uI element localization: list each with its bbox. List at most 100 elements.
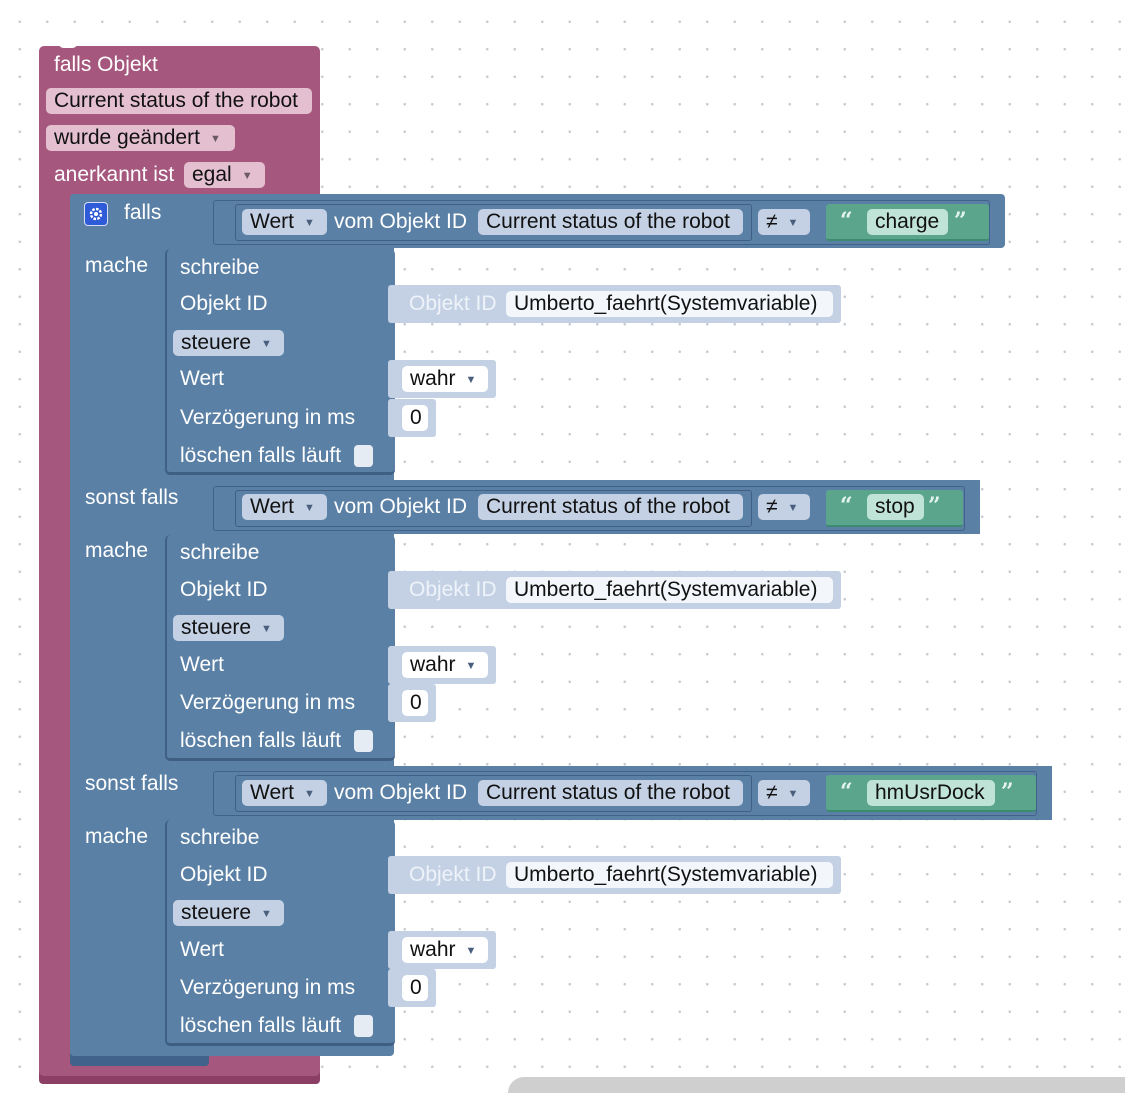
object-id-field[interactable]: Umberto_faehrt(Systemvariable) <box>506 862 833 888</box>
quote-open-icon: “ <box>840 779 853 805</box>
from-object-label: vom Objekt ID <box>334 210 468 233</box>
write-title: schreibe <box>180 256 260 279</box>
value-label: Wert <box>180 367 224 390</box>
elseif-label-1: sonst falls <box>85 486 179 509</box>
string-field[interactable]: charge <box>867 209 948 235</box>
clear-checkbox[interactable] <box>354 730 373 752</box>
write-block[interactable] <box>165 820 395 1046</box>
delay-label: Verzögerung in ms <box>180 406 356 429</box>
trigger-object-field[interactable]: Current status of the robot <box>46 88 312 114</box>
mode-value: steuere <box>181 901 252 924</box>
delay-field[interactable]: 0 <box>402 975 428 1001</box>
operator-value: ≠ <box>766 495 778 518</box>
condition-object-name: Current status of the robot <box>486 495 730 518</box>
clear-label: löschen falls läuft <box>180 444 342 467</box>
operator-dropdown[interactable]: ≠▼ <box>758 209 810 235</box>
value-label: Wert <box>180 653 224 676</box>
value-dropdown[interactable]: Wert ▼ <box>242 209 327 235</box>
from-object-label: vom Objekt ID <box>334 781 468 804</box>
dropdown-arrow-icon: ▼ <box>787 788 799 800</box>
value-value: wahr <box>410 653 456 676</box>
condition-object-field[interactable]: Current status of the robot <box>478 780 743 806</box>
string-value: charge <box>875 210 940 233</box>
write-block[interactable] <box>165 535 395 761</box>
clear-label: löschen falls läuft <box>180 1014 342 1037</box>
do-label-3: mache <box>85 825 149 848</box>
trigger-block-notch <box>58 42 78 48</box>
condition-object-field[interactable]: Current status of the robot <box>478 494 743 520</box>
trigger-change-dropdown[interactable]: wurde geändert ▼ <box>46 125 235 151</box>
delay-label: Verzögerung in ms <box>180 691 356 714</box>
value-value: wahr <box>410 367 456 390</box>
value-dropdown-field[interactable]: wahr ▼ <box>402 652 488 678</box>
trigger-title: falls Objekt <box>54 53 158 76</box>
string-field[interactable]: stop <box>867 494 924 520</box>
operator-value: ≠ <box>766 781 778 804</box>
trigger-ack-label: anerkannt ist <box>54 163 175 186</box>
delay-label: Verzögerung in ms <box>180 976 356 999</box>
clear-checkbox[interactable] <box>354 445 373 467</box>
quote-close-icon: ” <box>928 493 941 519</box>
string-field[interactable]: hmUsrDock <box>867 780 995 806</box>
mode-value: steuere <box>181 331 252 354</box>
dropdown-arrow-icon: ▼ <box>465 660 477 672</box>
horizontal-scrollbar[interactable] <box>508 1077 1125 1093</box>
delay-field[interactable]: 0 <box>402 690 428 716</box>
dropdown-arrow-icon: ▼ <box>787 217 799 229</box>
value-dropdown-field[interactable]: wahr ▼ <box>402 366 488 392</box>
dropdown-arrow-icon: ▼ <box>261 908 272 920</box>
quote-close-icon: ” <box>954 208 967 234</box>
value-dropdown-label: Wert <box>250 781 294 804</box>
dropdown-arrow-icon: ▼ <box>465 374 477 386</box>
delay-value: 0 <box>410 691 422 714</box>
trigger-change-value: wurde geändert <box>54 126 200 149</box>
trigger-ack-value: egal <box>192 163 232 186</box>
value-dropdown-field[interactable]: wahr▼ <box>402 937 488 963</box>
mode-dropdown[interactable]: steuere ▼ <box>173 330 284 356</box>
from-object-label: vom Objekt ID <box>334 495 468 518</box>
condition-object-name: Current status of the robot <box>486 210 730 233</box>
string-value: stop <box>875 495 915 518</box>
clear-label: löschen falls läuft <box>180 729 342 752</box>
object-id-label: Objekt ID <box>180 863 268 886</box>
operator-dropdown[interactable]: ≠▼ <box>758 780 810 806</box>
clear-checkbox[interactable] <box>354 1015 373 1037</box>
object-id-value: Umberto_faehrt(Systemvariable) <box>514 292 818 315</box>
write-block[interactable] <box>165 249 395 475</box>
dropdown-arrow-icon: ▼ <box>261 338 272 350</box>
quote-close-icon: ” <box>1001 779 1014 805</box>
object-id-inner-label: Objekt ID <box>409 578 497 601</box>
string-value: hmUsrDock <box>875 781 985 804</box>
delay-value: 0 <box>410 976 422 999</box>
dropdown-arrow-icon: ▼ <box>209 133 221 145</box>
mode-value: steuere <box>181 616 252 639</box>
write-title: schreibe <box>180 541 260 564</box>
quote-open-icon: “ <box>840 208 853 234</box>
trigger-object-name: Current status of the robot <box>54 89 298 112</box>
object-id-field[interactable]: Umberto_faehrt(Systemvariable) <box>506 291 833 317</box>
do-label-1: mache <box>85 254 149 277</box>
condition-object-field[interactable]: Current status of the robot <box>478 209 743 235</box>
value-dropdown[interactable]: Wert▼ <box>242 494 327 520</box>
object-id-value: Umberto_faehrt(Systemvariable) <box>514 578 818 601</box>
object-id-inner-label: Objekt ID <box>409 292 497 315</box>
mode-dropdown[interactable]: steuere ▼ <box>173 900 284 926</box>
mode-dropdown[interactable]: steuere▼ <box>173 615 284 641</box>
dropdown-arrow-icon: ▼ <box>303 217 315 229</box>
dropdown-arrow-icon: ▼ <box>465 945 477 957</box>
value-dropdown[interactable]: Wert▼ <box>242 780 327 806</box>
trigger-ack-dropdown[interactable]: egal ▼ <box>184 162 265 188</box>
condition-object-name: Current status of the robot <box>486 781 730 804</box>
delay-field[interactable]: 0 <box>402 405 428 431</box>
dropdown-arrow-icon: ▼ <box>303 502 315 514</box>
dropdown-arrow-icon: ▼ <box>241 170 253 182</box>
elseif-label-2: sonst falls <box>85 772 179 795</box>
dropdown-arrow-icon: ▼ <box>787 502 799 514</box>
value-dropdown-label: Wert <box>250 210 294 233</box>
object-id-field[interactable]: Umberto_faehrt(Systemvariable) <box>506 577 833 603</box>
gear-icon[interactable] <box>84 202 108 226</box>
write-title: schreibe <box>180 826 260 849</box>
object-id-label: Objekt ID <box>180 578 268 601</box>
operator-dropdown[interactable]: ≠▼ <box>758 494 810 520</box>
object-id-label: Objekt ID <box>180 292 268 315</box>
